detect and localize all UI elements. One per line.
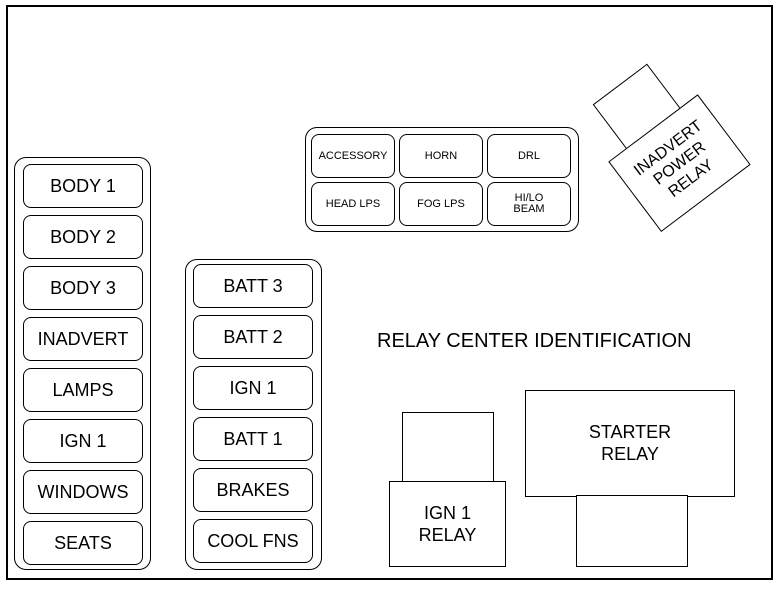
ign1-relay-stub: [402, 412, 494, 484]
fuse-brakes: BRAKES: [193, 468, 313, 512]
middle-fuse-group: [185, 259, 322, 570]
fuse-batt-3: BATT 3: [193, 264, 313, 308]
fuse-seats: SEATS: [23, 521, 143, 565]
fuse-windows: WINDOWS: [23, 470, 143, 514]
fuse-hi-lo-beam: HI/LO BEAM: [487, 182, 571, 226]
fuse-accessory: ACCESSORY: [311, 134, 395, 178]
fuse-ign-1-middle: IGN 1: [193, 366, 313, 410]
fuse-head-lps: HEAD LPS: [311, 182, 395, 226]
fuse-batt-1: BATT 1: [193, 417, 313, 461]
fuse-body-1: BODY 1: [23, 164, 143, 208]
fuse-drl: DRL: [487, 134, 571, 178]
top-fuse-group: [305, 127, 579, 232]
fuse-cool-fns: COOL FNS: [193, 519, 313, 563]
fuse-ign-1-left: IGN 1: [23, 419, 143, 463]
fuse-horn: HORN: [399, 134, 483, 178]
ign1-relay: IGN 1 RELAY: [389, 481, 506, 567]
left-fuse-group: [14, 157, 151, 570]
starter-relay: STARTER RELAY: [525, 390, 735, 497]
fuse-lamps: LAMPS: [23, 368, 143, 412]
diagram-title: RELAY CENTER IDENTIFICATION: [377, 330, 692, 352]
fuse-fog-lps: FOG LPS: [399, 182, 483, 226]
fuse-inadvert: INADVERT: [23, 317, 143, 361]
fuse-batt-2: BATT 2: [193, 315, 313, 359]
fuse-body-2: BODY 2: [23, 215, 143, 259]
fuse-body-3: BODY 3: [23, 266, 143, 310]
starter-relay-stub: [576, 495, 688, 567]
